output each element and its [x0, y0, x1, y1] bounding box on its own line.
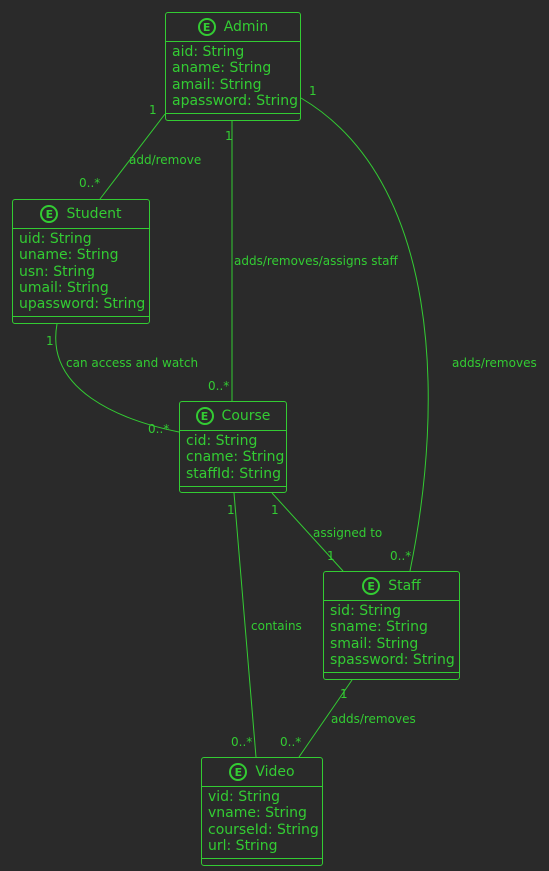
mult-student-course-to: 0..* [148, 422, 169, 436]
label-admin-student: add/remove [129, 153, 201, 167]
attribute: spassword: String [330, 651, 455, 668]
attribute: umail: String [19, 279, 109, 296]
entity-staff-header: E Staff [324, 572, 459, 601]
entity-student-methods [13, 317, 149, 324]
attribute: uid: String [19, 231, 92, 247]
mult-admin-student-to: 0..* [79, 176, 100, 190]
label-staff-video: adds/removes [331, 712, 416, 726]
entity-course-attributes: cid: String cname: String staffId: Strin… [180, 431, 286, 487]
label-student-course: can access and watch [66, 356, 198, 370]
attribute: amail: String [172, 76, 262, 93]
mult-course-staff-to: 1 [327, 549, 335, 563]
entity-student-attributes: uid: String uname: String usn: String um… [13, 229, 149, 318]
attribute: sname: String [330, 619, 428, 636]
entity-admin-attributes: aid: String aname: String amail: String … [166, 42, 300, 115]
entity-staff[interactable]: E Staff sid: String sname: String smail:… [323, 571, 460, 680]
edge-course-staff [271, 492, 344, 572]
attribute: url: String [208, 837, 278, 854]
mult-course-video-to: 0..* [231, 735, 252, 749]
entity-student[interactable]: E Student uid: String uname: String usn:… [12, 199, 150, 324]
attribute: vid: String [208, 789, 281, 805]
attribute: staffId: String [186, 465, 281, 482]
entity-staff-name: Staff [388, 578, 421, 594]
entity-video[interactable]: E Video vid: String vname: String course… [201, 757, 323, 866]
edge-course-video [233, 492, 257, 758]
attribute: vname: String [208, 805, 307, 822]
mult-course-staff-from: 1 [271, 503, 279, 517]
attribute: courseId: String [208, 821, 319, 838]
label-course-staff: assigned to [313, 526, 382, 540]
label-admin-course: adds/removes/assigns staff [234, 254, 399, 268]
mult-admin-staff-to: 0..* [390, 549, 411, 563]
edge-student-course [55, 323, 180, 433]
entity-course-header: E Course [180, 402, 286, 431]
edge-admin-student [99, 113, 166, 200]
attribute: aname: String [172, 60, 272, 77]
mult-admin-course-from: 1 [225, 129, 233, 143]
entity-course[interactable]: E Course cid: String cname: String staff… [179, 401, 287, 493]
attribute: usn: String [19, 263, 95, 280]
entity-icon: E [362, 577, 381, 595]
attribute: aid: String [172, 44, 245, 60]
entity-video-methods [202, 859, 322, 866]
edge-admin-staff [300, 97, 429, 572]
entity-staff-methods [324, 673, 459, 680]
mult-admin-staff-from: 1 [309, 84, 317, 98]
attribute: cname: String [186, 449, 285, 466]
entity-video-header: E Video [202, 758, 322, 787]
attribute: upassword: String [19, 296, 146, 313]
attribute: apassword: String [172, 92, 298, 109]
attribute: smail: String [330, 635, 419, 652]
attribute: uname: String [19, 247, 119, 264]
mult-student-course-from: 1 [46, 334, 54, 348]
mult-staff-video-from: 1 [340, 687, 348, 701]
entity-video-attributes: vid: String vname: String courseId: Stri… [202, 787, 322, 860]
label-admin-staff: adds/removes [452, 356, 537, 370]
entity-icon: E [40, 205, 59, 223]
attribute: sid: String [330, 603, 402, 619]
attribute: cid: String [186, 433, 258, 449]
entity-admin-header: E Admin [166, 13, 300, 42]
entity-admin[interactable]: E Admin aid: String aname: String amail:… [165, 12, 301, 121]
entity-course-methods [180, 487, 286, 494]
entity-video-name: Video [255, 764, 295, 780]
label-course-video: contains [251, 619, 302, 633]
entity-student-header: E Student [13, 200, 149, 229]
entity-staff-attributes: sid: String sname: String smail: String … [324, 601, 459, 674]
entity-course-name: Course [221, 408, 271, 424]
mult-course-video-from: 1 [227, 503, 235, 517]
edge-staff-video [298, 679, 353, 758]
entity-admin-methods [166, 114, 300, 121]
entity-admin-name: Admin [223, 19, 269, 35]
mult-staff-video-to: 0..* [280, 735, 301, 749]
entity-student-name: Student [66, 206, 122, 222]
mult-admin-course-to: 0..* [208, 379, 229, 393]
mult-admin-student-from: 1 [149, 103, 157, 117]
entity-icon: E [197, 18, 216, 36]
entity-icon: E [195, 407, 214, 425]
entity-icon: E [229, 763, 248, 781]
